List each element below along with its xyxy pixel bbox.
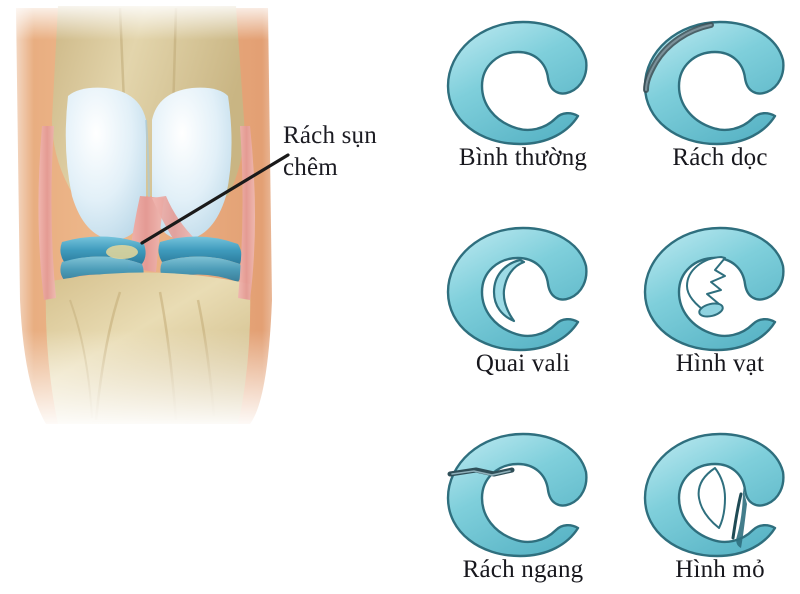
parrot-beak-tear-line: [736, 488, 747, 548]
callout-label-line2: chêm: [283, 153, 338, 181]
meniscus-icon-bucket-handle-tear: [428, 218, 618, 358]
meniscus-cell-quai-vali: Quai vali: [428, 214, 618, 412]
meniscus-types-grid: Bình thường Rách dọc: [420, 0, 800, 594]
meniscus-icon-normal: [428, 12, 618, 152]
collateral-ligaments: [38, 126, 255, 300]
meniscus-icon-longitudinal-tear: [625, 12, 800, 152]
meniscus-caption-quai-vali: Quai vali: [475, 350, 571, 377]
meniscus-cell-hinh-mo: Hình mỏ: [625, 420, 800, 594]
flap-tear-notch: [686, 256, 726, 315]
flap-fragment: [698, 302, 724, 318]
meniscus-caption-hinh-mo: Hình mỏ: [675, 556, 765, 583]
meniscus-cell-rach-doc: Rách dọc: [625, 8, 800, 206]
meniscus-icon-parrot-beak-tear: [625, 424, 800, 564]
meniscus-caption-rach-doc: Rách dọc: [672, 144, 768, 171]
meniscus-cell-rach-ngang: Rách ngang: [428, 420, 618, 594]
knee-anatomy-illustration: [0, 0, 300, 430]
meniscus-caption-binh-thuong: Bình thường: [458, 144, 588, 171]
bucket-handle-fragment: [492, 258, 526, 323]
meniscus-caption-hinh-vat: Hình vạt: [675, 350, 765, 377]
meniscus-cell-hinh-vat: Hình vạt: [625, 214, 800, 412]
meniscus: [60, 236, 242, 282]
meniscus-icon-flap-tear: [625, 218, 800, 358]
callout-label: Rách sụn chêm: [283, 120, 433, 183]
meniscus-cell-binh-thuong: Bình thường: [428, 8, 618, 206]
meniscus-caption-rach-ngang: Rách ngang: [462, 556, 584, 583]
beak-notch: [697, 467, 726, 529]
meniscus-icon-transverse-tear: [428, 424, 618, 564]
meniscus-tear-marker: [106, 245, 138, 259]
callout-leader-line: [140, 153, 290, 245]
callout-label-line1: Rách sụn: [283, 122, 377, 149]
